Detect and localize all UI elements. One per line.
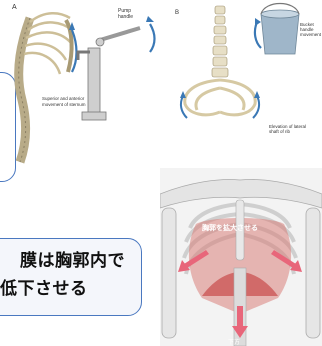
sternum-label-1: Superior and anterior (42, 96, 85, 101)
caption-line-2: 低下させる (0, 274, 88, 299)
bucket-arrow (255, 22, 261, 48)
right-arm-bone (306, 208, 320, 338)
left-arm-bone (162, 208, 176, 338)
panel-letter-b: B (175, 10, 179, 16)
bucket-label-3: movement (300, 32, 322, 37)
sternum-label-2: movement of sternum (42, 102, 86, 107)
pump-label-2: handle (118, 14, 133, 20)
down-label: 下方 (228, 338, 240, 346)
bucket-illustration (261, 4, 299, 55)
caption-line-1: 膜は胸郭内で (20, 246, 125, 271)
bucket-handle-figure: B Bucket handle movement Elevation of la… (165, 0, 322, 165)
ribcage-b (185, 80, 255, 115)
expansion-label: 胸郭を拡大させる (202, 223, 258, 232)
pump-handle-figure: A Pump handle Superior and anterior move… (0, 0, 165, 165)
panel-letter-a: A (12, 4, 17, 11)
diaphragm-figure: 胸郭を拡大させる 下方 (160, 168, 322, 346)
spine-illustration (19, 18, 30, 162)
pump-arrow (150, 24, 155, 52)
rib-label-2: shaft of rib (269, 129, 291, 134)
ribs-illustration (24, 13, 72, 74)
spine-illustration-b (212, 6, 228, 77)
pump-illustration (78, 28, 140, 120)
